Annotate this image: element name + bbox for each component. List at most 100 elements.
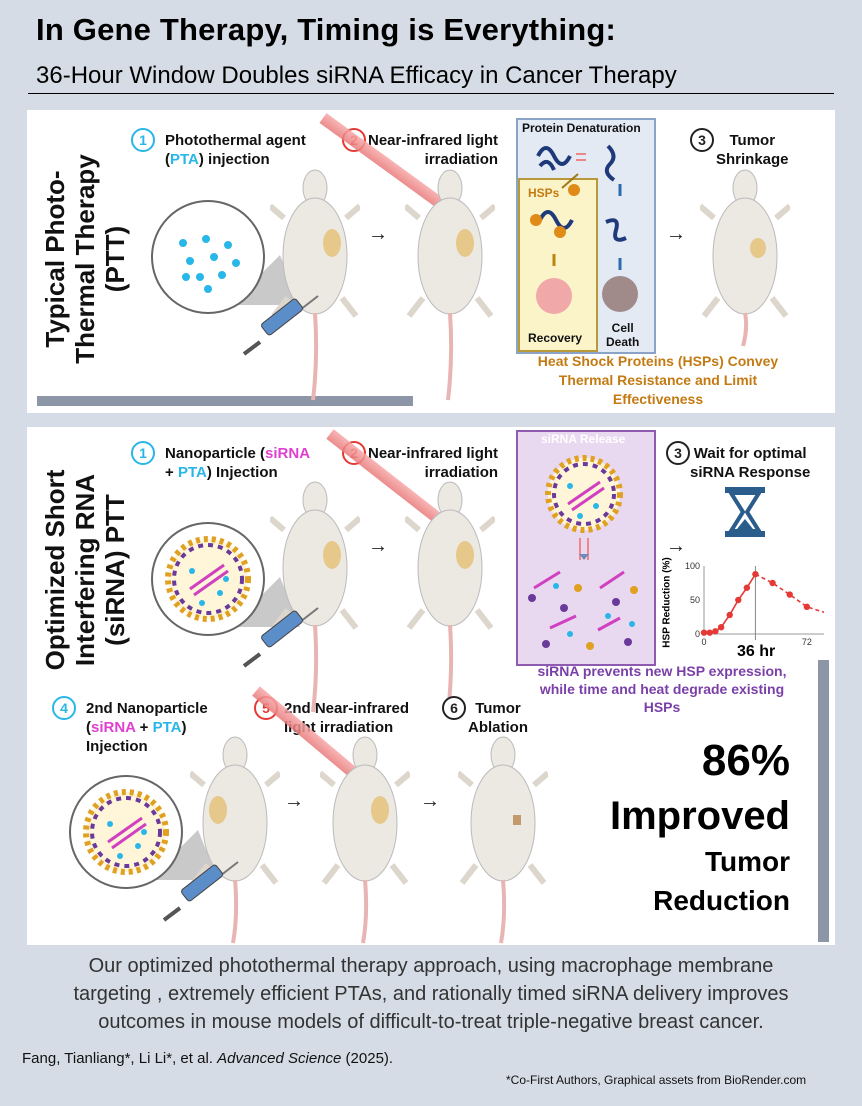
sirna-step1-line1: Nanoparticle (siRNA [165,444,310,463]
chart-y-tick-label: 100 [685,561,700,571]
footnote: *Co-First Authors, Graphical assets from… [506,1073,807,1087]
sirna-step1-injection: ) Injection [206,464,278,481]
sirna-side-label: Optimized Short Interfering RNA (siRNA) … [40,440,130,700]
mouse-icon [700,169,790,347]
chart-x-tick-label: 72 [802,637,812,647]
sirna-step4-close: ) [181,719,187,736]
hsps-label: HSPs [528,186,560,200]
ptt-step1-number: 1 [131,128,155,152]
chart-data-point [769,579,776,587]
sirna-step1-plus: + [165,464,178,481]
protein-denaturation-title: Protein Denaturation [522,121,641,135]
mouse-icon [270,481,360,713]
sirna-side-label-line2: Interfering RNA [70,473,100,667]
sirna-step1-line2: + PTA) Injection [165,463,310,482]
sirna-step1-nanoparticle: Nanoparticle ( [165,445,266,462]
result-improved: Improved [609,794,790,838]
sirna-step4-line1: 2nd Nanoparticle [86,700,208,717]
summary-line3: outcomes in mouse models of difficult-to… [98,1011,764,1033]
sirna-step1-sirna: siRNA [265,445,311,462]
sirna-side-label-line3: (siRNA) PTT [100,494,130,646]
sirna-step6-line1: Tumor [475,700,521,717]
hsp-caption-line1: Heat Shock Proteins (HSPs) Convey [537,353,779,369]
sirna-arrow-3: → [284,790,304,812]
sirna-step2-line1: Near-infrared light [368,445,499,462]
mouse-icon [405,481,495,713]
sirna-step4-number: 4 [52,696,76,720]
sirna-nanoparticle-zoom [151,522,300,636]
summary-text: Our optimized photothermal therapy appro… [20,952,842,1036]
ptt-step1-injection: ) injection [198,151,270,168]
chart-data-point [735,596,742,604]
ptt-step2-line2: irradiation [424,151,499,168]
hsp-caption-line2: Thermal Resistance and Limit [558,372,758,388]
ptt-arrow-1: → [368,223,388,245]
sirna-step6-number: 6 [442,696,466,720]
mouse-icon [405,169,495,401]
ptt-side-label-line2: Thermal Therapy [70,154,100,364]
chart-data-point [726,611,733,619]
chart-highlight-label: 36 hr [737,643,776,660]
ptt-step1-paren: ( [165,151,170,168]
sirna-step4-plus: + [135,719,153,736]
sirna-step1-number: 1 [131,441,155,465]
mouse-icon [270,169,360,401]
mouse-icon [190,736,280,944]
result-percent: 86% [701,736,790,785]
ptt-arrow-2: → [666,223,686,245]
sirna-step3-line2: siRNA Response [690,464,811,481]
sirna-step3-text: Wait for optimal siRNA Response [690,444,810,482]
cell-death-label: Cell Death [606,321,639,349]
mouse-icon [458,736,548,944]
ptt-nanoparticle-zoom [151,200,300,314]
second-nanoparticle-zoom [69,775,218,889]
hsp-box [518,178,598,352]
chart-data-point [803,603,811,610]
ptt-step1-line1: Photothermal agent [165,132,306,149]
ptt-step3-text: Tumor Shrinkage [716,131,789,169]
sirna-step2-line2: irradiation [424,464,499,481]
sirna-step4-sirna: siRNA [91,719,136,736]
sirna-step4-pta: PTA [152,719,182,736]
sirna-step6-line2: Ablation [468,719,528,736]
ptt-step3-line1: Tumor [729,132,776,149]
chart-data-point [700,629,708,636]
citation-journal: Advanced Science [217,1050,342,1067]
ptt-step1-text: Photothermal agent (PTA) injection [165,131,306,169]
ptt-step1-pta: PTA [170,151,199,168]
sirna-step1-text: Nanoparticle (siRNA + PTA) Injection [165,444,310,482]
sirna-step1-pta: PTA [177,464,207,481]
ptt-step2-line1: Near-infrared light [368,132,499,149]
hourglass-icon [725,487,765,537]
cell-death-line1: Cell [611,321,634,335]
page-subtitle: 36-Hour Window Doubles siRNA Efficacy in… [36,62,677,89]
chart-y-tick-label: 50 [690,595,700,605]
protein-folding-icons [530,144,638,314]
sirna-step2-text: Near-infrared light irradiation [368,444,498,482]
syringe-icon [242,295,319,356]
ptt-step3-line2: Shrinkage [716,151,789,168]
result-tumor: Tumor [704,846,790,877]
sirna-step3-number: 3 [666,441,690,465]
ptt-side-label: Typical Photo- Thermal Therapy (PTT) [40,129,130,389]
hsp-chart-ylabel: HSP Reduction (%) [661,557,673,648]
syringe-icon [162,861,239,922]
ptt-underline-bar [37,396,413,406]
sirna-step4-line3: Injection [86,738,148,755]
title-divider [28,93,834,94]
hsp-caption: Heat Shock Proteins (HSPs) Convey Therma… [520,352,796,409]
chart-data-point [706,629,713,636]
mouse-icon [320,736,410,944]
sirna-arrow-4: → [420,790,440,812]
chart-data-point [743,584,751,591]
summary-line1: Our optimized photothermal therapy appro… [88,955,774,977]
sirna-caption-line2: while time and heat degrade existing [539,681,785,697]
citation-year: (2025). [341,1050,394,1067]
chart-data-point [712,628,719,635]
recovery-label: Recovery [528,331,583,345]
sirna-caption-line3: HSPs [643,699,681,715]
chart-y-tick-label: 0 [695,629,700,639]
sirna-arrow-2: → [666,535,686,557]
ptt-step2-text: Near-infrared light irradiation [368,131,498,169]
sirna-release-graphic [528,455,638,650]
